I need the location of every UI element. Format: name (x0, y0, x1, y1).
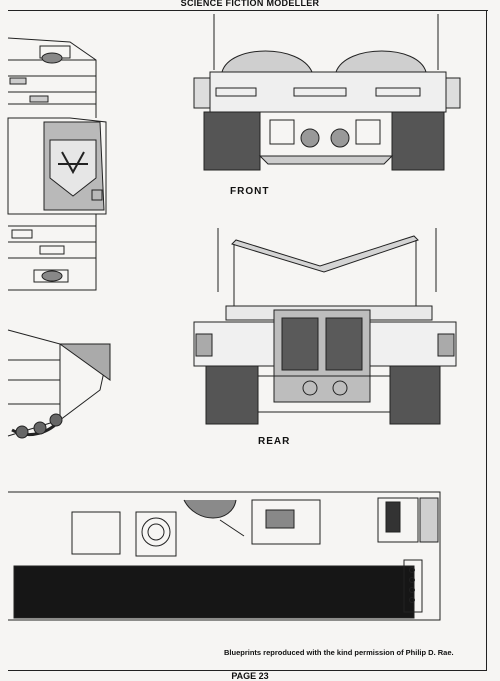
rear-view (193, 228, 457, 425)
page-frame (8, 11, 487, 671)
credit-text: Blueprints reproduced with the kind perm… (224, 648, 454, 657)
front-view-label: FRONT (230, 186, 270, 197)
rear-view-label: REAR (258, 436, 291, 447)
page-header: SCIENCE FICTION MODELLER (180, 0, 320, 8)
header-rule (8, 10, 488, 11)
page-number: PAGE 23 (231, 671, 269, 681)
side-view-fragment (8, 491, 441, 621)
front-view (193, 14, 461, 171)
